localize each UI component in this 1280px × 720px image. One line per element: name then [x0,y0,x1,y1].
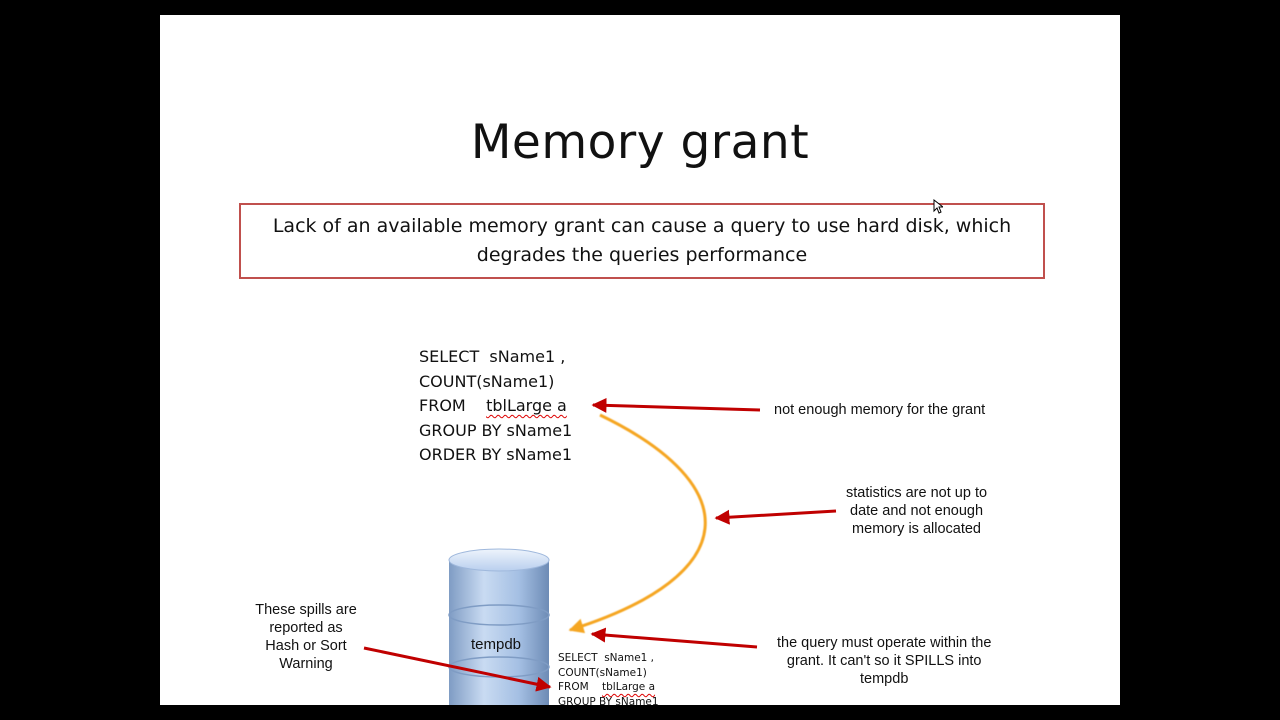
sql-from-keyword: FROM [419,396,487,415]
sql-small-line-from: FROM tblLarge a [558,680,659,695]
note-line: These spills are [255,602,357,618]
arrow-spills [590,627,758,649]
sql-small-table-name: tblLarge a [602,681,656,693]
sql-line: SELECT sName1 , [419,347,566,366]
note-line: the query must operate within the [777,635,992,651]
slide-title: Memory grant [470,115,810,170]
arrow-statistics [714,509,837,525]
sql-small-line: COUNT(sName1) [558,666,647,679]
tempdb-cylinder-icon [448,548,550,705]
arrow-not-enough-memory [591,397,761,413]
note-line: grant. It can't so it SPILLS into [786,653,982,669]
orange-curve-arrow [568,413,707,634]
note-line: reported as [269,620,343,636]
slide: Memory grant Lack of an available memory… [160,15,1120,705]
sql-query-small: SELECT sName1 , COUNT(sName1) FROM tblLa… [558,651,659,705]
diagram-graphics [363,397,837,705]
note-line: Hash or Sort [265,638,347,654]
note-not-enough-memory: not enough memory for the grant [774,402,986,418]
note-line: statistics are not up to [846,485,988,501]
note-line: Warning [279,656,333,672]
sql-small-line: GROUP BY sName1 [558,695,659,706]
note-line: date and not enough [850,503,984,519]
sql-small-line: SELECT sName1 , [558,652,655,664]
sql-line: GROUP BY sName1 [419,420,573,440]
sql-line: ORDER BY sName1 [419,445,573,464]
callout-box: Lack of an available memory grant can ca… [239,203,1045,279]
callout-line-2: degrades the queries performance [476,244,808,266]
sql-small-from-keyword: FROM [558,681,603,693]
arrow-warning [363,646,552,692]
note-warning: These spills are reported as Hash or Sor… [250,601,362,673]
tempdb-label: tempdb [470,636,522,653]
note-line: memory is allocated [852,521,981,537]
mouse-cursor-icon [933,199,943,214]
callout-line-1: Lack of an available memory grant can ca… [272,215,1012,237]
note-line: tempdb [860,671,909,687]
note-spills: the query must operate within the grant.… [777,634,991,688]
sql-line: COUNT(sName1) [419,371,555,391]
sql-line-from: FROM tblLarge a [419,394,572,419]
sql-table-name: tblLarge a [486,396,567,415]
note-statistics: statistics are not up to date and not en… [846,484,987,538]
sql-query: SELECT sName1 , COUNT(sName1) FROM tblLa… [419,345,572,468]
